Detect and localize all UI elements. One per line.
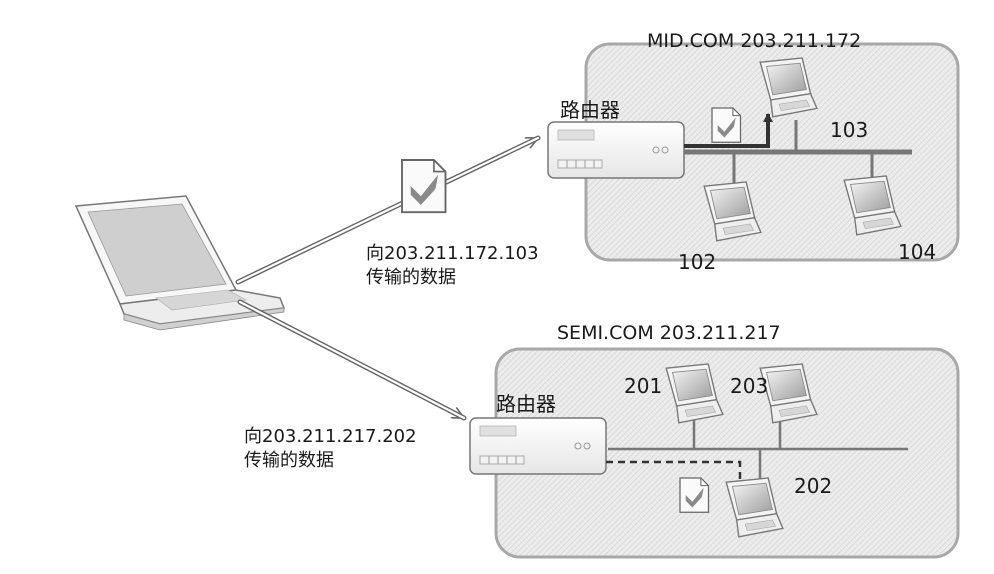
router-semi (469, 417, 607, 475)
routing-path-bottom (606, 460, 745, 507)
router-label-mid: 路由器 (560, 98, 620, 122)
network-title-semi: SEMI.COM 203.211.217 (557, 322, 781, 344)
packet-label-top-line2: 传输的数据 (366, 267, 456, 288)
delivered-packet-icon (711, 107, 742, 143)
packet-label-bottom-line2: 传输的数据 (244, 450, 334, 471)
host-label-103: 103 (830, 118, 869, 142)
host-label-201: 201 (624, 374, 663, 398)
router-mid (547, 121, 685, 179)
packet-label-bottom-line1: 向203.211.217.202 (244, 426, 417, 447)
host-label-104: 104 (898, 240, 937, 264)
packet-label-top-line1: 向203.211.172.103 (366, 243, 539, 264)
host-label-102: 102 (678, 250, 717, 274)
packet-label-bottom: 向203.211.217.202 传输的数据 (244, 425, 417, 473)
router-label-semi: 路由器 (496, 392, 556, 416)
delivered-packet-icon (679, 477, 710, 513)
network-title-mid: MID.COM 203.211.172 (647, 30, 862, 52)
routing-path-top (684, 113, 773, 148)
packet-label-top: 向203.211.172.103 传输的数据 (366, 242, 539, 290)
source-laptop (74, 195, 286, 331)
data-packet-icon (401, 159, 447, 214)
host-label-202: 202 (794, 474, 833, 498)
host-label-203: 203 (730, 374, 769, 398)
